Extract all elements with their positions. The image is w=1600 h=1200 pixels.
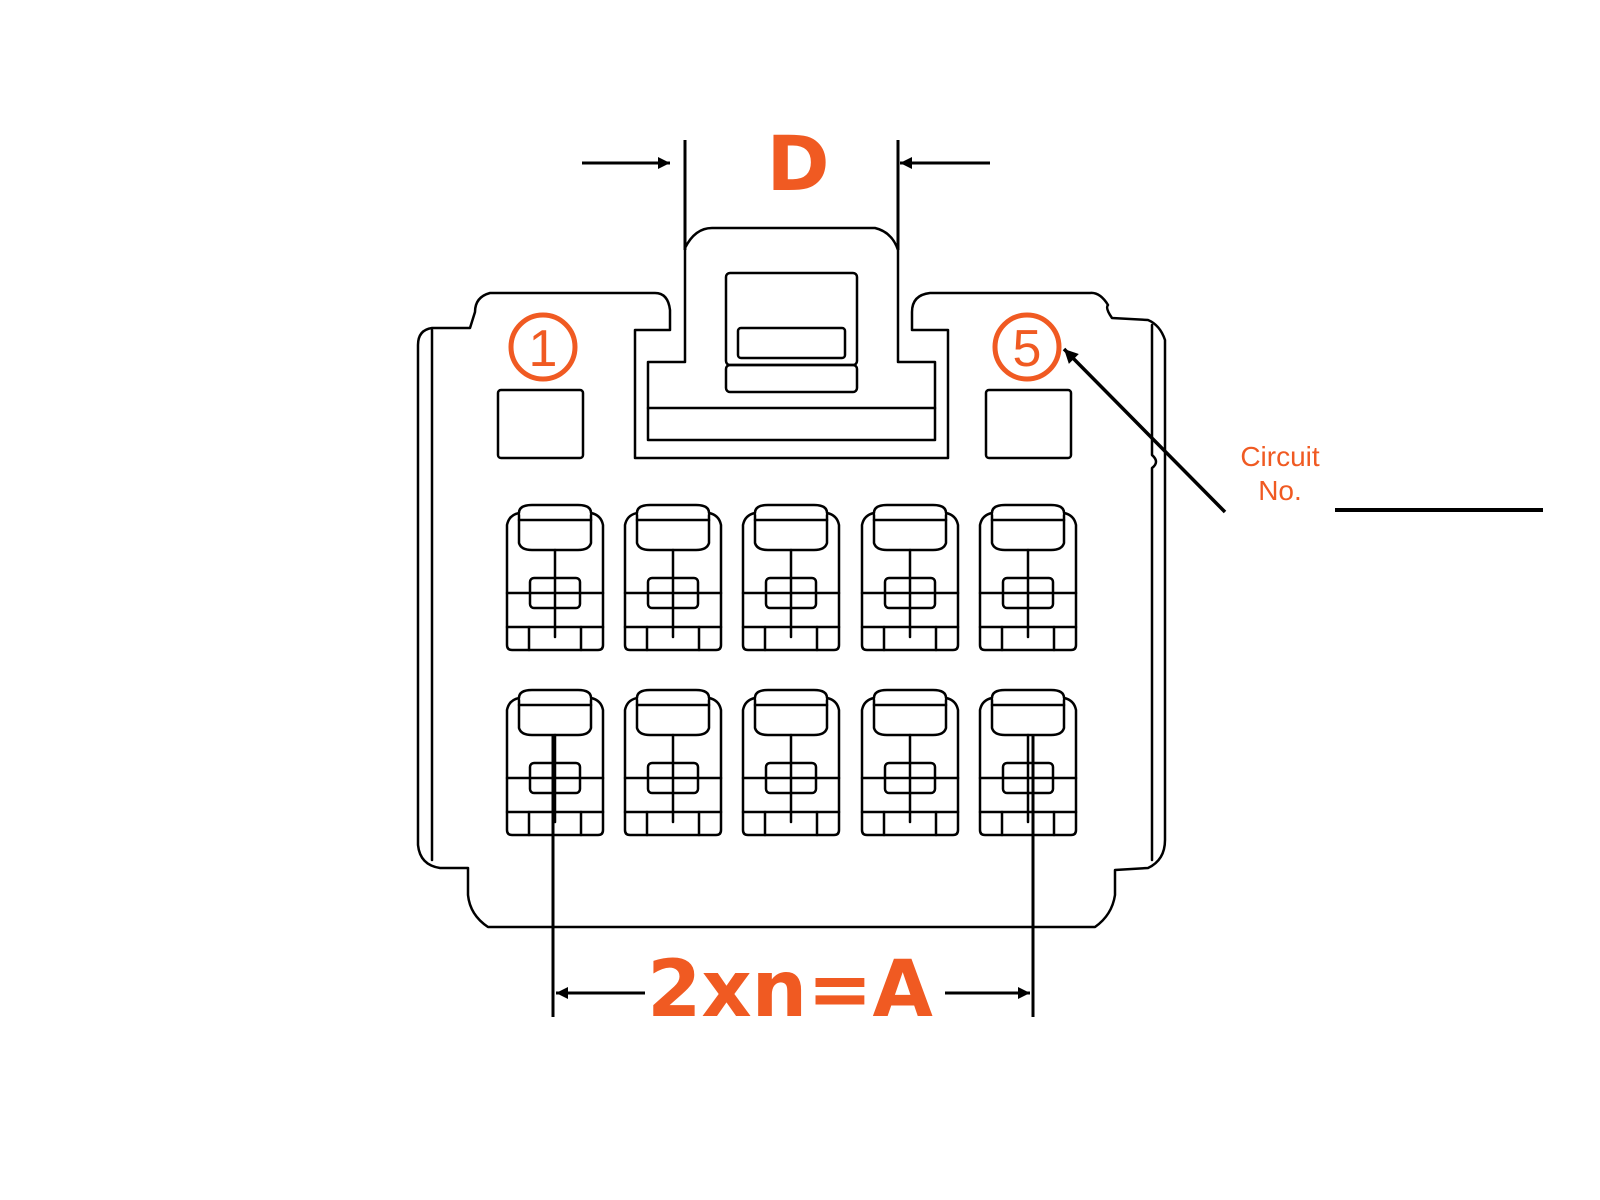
terminal-cavity (741, 688, 841, 837)
dimension-a-label: 2xn=A (647, 945, 933, 1035)
svg-text:1: 1 (529, 320, 558, 378)
dimension-d: D (582, 119, 990, 250)
key-slot-left (496, 388, 585, 460)
dimension-a: 2xn=A (551, 735, 1035, 1035)
svg-text:5: 5 (1013, 320, 1042, 378)
housing-outline (416, 226, 1167, 929)
terminal-cavity (623, 688, 723, 837)
circuit-number-callout: Circuit No. (1062, 347, 1543, 514)
terminal-cavity (505, 688, 605, 837)
circuit-marker-1: 1 (508, 312, 578, 382)
terminal-cavity (860, 503, 960, 652)
circuit-marker-5: 5 (992, 312, 1062, 382)
key-slot-right (984, 388, 1073, 460)
terminal-cavity (978, 503, 1078, 652)
terminal-cavity (741, 503, 841, 652)
cavity-grid (505, 503, 1078, 837)
terminal-cavity (505, 503, 605, 652)
terminal-cavity (623, 503, 723, 652)
terminal-cavity (978, 688, 1078, 837)
dimension-d-label: D (766, 119, 829, 208)
svg-text:Circuit: Circuit (1240, 441, 1320, 472)
svg-text:No.: No. (1258, 475, 1302, 506)
terminal-cavity (860, 688, 960, 837)
